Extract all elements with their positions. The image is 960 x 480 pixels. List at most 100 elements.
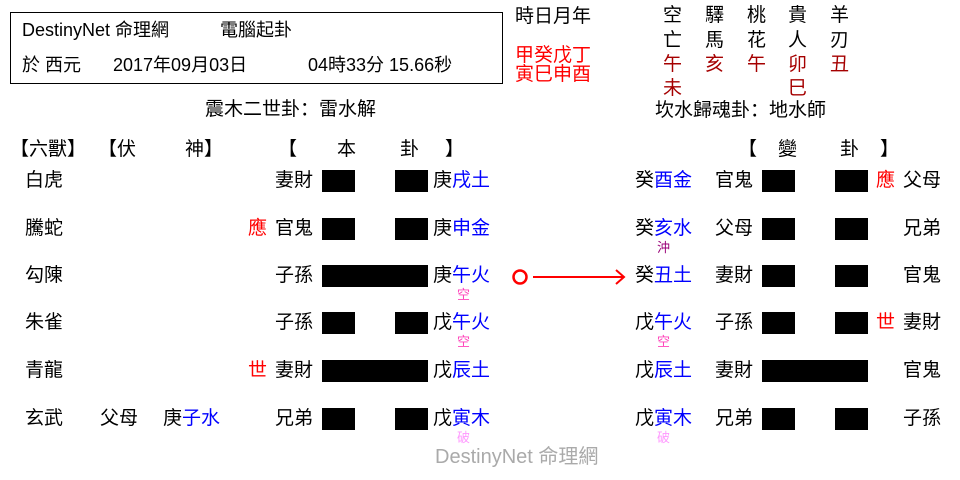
header-fushen-open: 【伏 bbox=[98, 139, 137, 160]
header-ben-open: 【 bbox=[278, 139, 298, 160]
bian-relation: 子孫 bbox=[715, 312, 754, 333]
stem: 戊 bbox=[433, 408, 453, 429]
bian-palace-relation: 妻財 bbox=[903, 312, 942, 333]
shensha-value: 未 bbox=[663, 78, 683, 99]
bian-najia: 戊辰土 bbox=[635, 360, 692, 382]
header-ben-label1: 本 bbox=[337, 139, 357, 160]
six-beast: 勾陳 bbox=[25, 265, 64, 286]
branch-element: 辰土 bbox=[654, 360, 693, 381]
bian-najia: 癸酉金 bbox=[635, 170, 692, 192]
shi-ying-mark: 應 bbox=[248, 218, 268, 239]
yao-row: 騰蛇 應 官鬼 庚申金 癸亥水 沖 父母 兄弟 bbox=[0, 218, 960, 255]
najia: 庚戌土 bbox=[433, 170, 490, 192]
yao-row: 青龍 世 妻財 戊辰土 戊辰土 妻財 官鬼 bbox=[0, 360, 960, 382]
stem: 癸 bbox=[635, 265, 655, 286]
branch-element: 亥水 bbox=[654, 218, 693, 239]
shensha-name-bottom: 亡 bbox=[663, 30, 683, 51]
bian-najia: 戊午火 bbox=[635, 312, 692, 334]
stem: 戊 bbox=[635, 312, 655, 333]
six-relation: 妻財 bbox=[275, 170, 314, 191]
six-relation: 妻財 bbox=[275, 360, 314, 381]
arrow-right-icon bbox=[533, 269, 626, 285]
site-name: DestinyNet 命理網 bbox=[22, 20, 170, 40]
shensha-value: 亥 bbox=[705, 54, 725, 75]
bian-palace-relation: 父母 bbox=[903, 170, 942, 191]
moving-line-indicator bbox=[512, 269, 626, 285]
najia: 庚午火 bbox=[433, 265, 490, 287]
header-ben-label2: 卦 bbox=[400, 139, 420, 160]
pillars-branches: 寅巳申酉 bbox=[515, 64, 592, 85]
shensha-name-bottom: 馬 bbox=[705, 30, 725, 51]
six-beast: 玄武 bbox=[25, 408, 64, 429]
stem: 戊 bbox=[635, 408, 655, 429]
bian-relation: 妻財 bbox=[715, 360, 754, 381]
branch-element: 辰土 bbox=[452, 360, 491, 381]
shensha-value: 巳 bbox=[788, 78, 808, 99]
bian-relation: 妻財 bbox=[715, 265, 754, 286]
bian-yao-line bbox=[762, 170, 868, 192]
fushen-stem: 庚 bbox=[163, 408, 183, 429]
bian-line-note: 空 bbox=[657, 334, 671, 349]
pillars-stems: 甲癸戊丁 bbox=[515, 45, 592, 66]
stem: 戊 bbox=[433, 312, 453, 333]
header-bian-close: 】 bbox=[880, 139, 900, 160]
bian-najia: 戊寅木 bbox=[635, 408, 692, 430]
bian-yao-line bbox=[762, 265, 868, 287]
six-relation: 官鬼 bbox=[275, 218, 314, 239]
branch-element: 寅木 bbox=[654, 408, 693, 429]
six-beast: 騰蛇 bbox=[25, 218, 64, 239]
line-note: 空 bbox=[457, 334, 471, 349]
shensha-name-bottom: 刃 bbox=[830, 30, 850, 51]
bian-relation: 父母 bbox=[715, 218, 754, 239]
ben-gua-title: 震木二世卦：雷水解 bbox=[205, 99, 377, 120]
yao-line bbox=[322, 265, 428, 287]
najia: 戊寅木 bbox=[433, 408, 490, 430]
bian-yao-line bbox=[762, 218, 868, 240]
bian-line-note: 破 bbox=[657, 430, 671, 445]
shensha-value: 午 bbox=[747, 54, 767, 75]
branch-element: 申金 bbox=[452, 218, 491, 239]
stem: 戊 bbox=[433, 360, 453, 381]
bian-palace-relation: 兄弟 bbox=[903, 218, 942, 239]
yao-row: 白虎 妻財 庚戌土 癸酉金 官鬼 應 父母 bbox=[0, 170, 960, 192]
watermark: DestinyNet 命理網 bbox=[435, 446, 599, 468]
shensha-name-bottom: 花 bbox=[747, 30, 767, 51]
branch-element: 午火 bbox=[654, 312, 693, 333]
stem: 庚 bbox=[433, 218, 453, 239]
stem: 癸 bbox=[635, 170, 655, 191]
bian-relation: 官鬼 bbox=[715, 170, 754, 191]
pillars-label: 時日月年 bbox=[515, 6, 592, 27]
circle-icon bbox=[512, 269, 528, 285]
header-bian-label1: 變 bbox=[778, 139, 798, 160]
yao-row: 勾陳 子孫 庚午火 空 癸丑土 妻財 官鬼 bbox=[0, 265, 960, 302]
branch-element: 酉金 bbox=[654, 170, 693, 191]
six-relation: 子孫 bbox=[275, 312, 314, 333]
header-bian-label2: 卦 bbox=[840, 139, 860, 160]
line-note: 破 bbox=[457, 430, 471, 445]
bian-shi-ying-mark: 應 bbox=[876, 170, 896, 191]
shensha-name-top: 桃 bbox=[747, 5, 767, 26]
header-ben-close: 】 bbox=[445, 139, 465, 160]
yao-row: 玄武 父母 庚子水 兄弟 戊寅木 破 戊寅木 破 兄弟 子孫 bbox=[0, 408, 960, 445]
branch-element: 午火 bbox=[452, 265, 491, 286]
yao-row: 朱雀 子孫 戊午火 空 戊午火 空 子孫 世 妻財 bbox=[0, 312, 960, 349]
bian-yao-line bbox=[762, 312, 868, 334]
header-bian-open: 【 bbox=[738, 139, 758, 160]
cast-time: 04時33分 15.66秒 bbox=[308, 55, 453, 75]
najia: 戊午火 bbox=[433, 312, 490, 334]
six-beast: 朱雀 bbox=[25, 312, 64, 333]
fushen-branch: 子水 bbox=[182, 408, 221, 429]
shensha-value: 丑 bbox=[830, 54, 850, 75]
fushen-relation: 父母 bbox=[100, 408, 139, 429]
header-fushen-close: 神】 bbox=[185, 139, 224, 160]
shensha-value: 午 bbox=[663, 54, 683, 75]
header-box bbox=[10, 12, 503, 84]
branch-element: 丑土 bbox=[654, 265, 693, 286]
page-title: 電腦起卦 bbox=[220, 20, 292, 40]
shensha-name-bottom: 人 bbox=[788, 30, 808, 51]
shensha-name-top: 貴 bbox=[788, 5, 808, 26]
fushen-najia: 庚子水 bbox=[163, 408, 220, 430]
najia: 戊辰土 bbox=[433, 360, 490, 382]
date-prefix: 於 西元 bbox=[22, 55, 82, 75]
